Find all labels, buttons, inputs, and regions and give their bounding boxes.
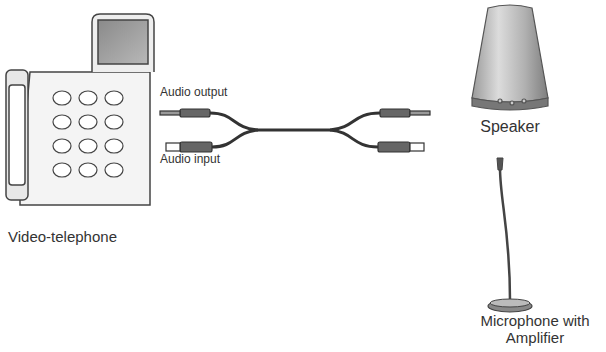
audio-cable-drawing [210,113,380,147]
port-label: Audio output [160,86,227,100]
device-label: Speaker [480,118,540,136]
keypad-key [53,139,71,153]
device-label: Microphone with Amplifier [468,312,602,347]
keypad-key [79,139,97,153]
keypad-key [105,163,123,177]
cable-plugs [160,109,430,152]
video-telephone-drawing [6,14,154,205]
port-label: Audio input [160,153,220,167]
device-label: Video-telephone [8,228,117,245]
keypad-key [79,91,97,105]
keypad-key [79,115,97,129]
keypad-key [53,115,71,129]
keypad-key [53,91,71,105]
speaker-drawing [472,5,548,110]
keypad-key [105,139,123,153]
keypad-key [79,163,97,177]
keypad-key [105,91,123,105]
microphone-drawing [488,158,532,312]
keypad-key [105,115,123,129]
keypad-key [53,163,71,177]
